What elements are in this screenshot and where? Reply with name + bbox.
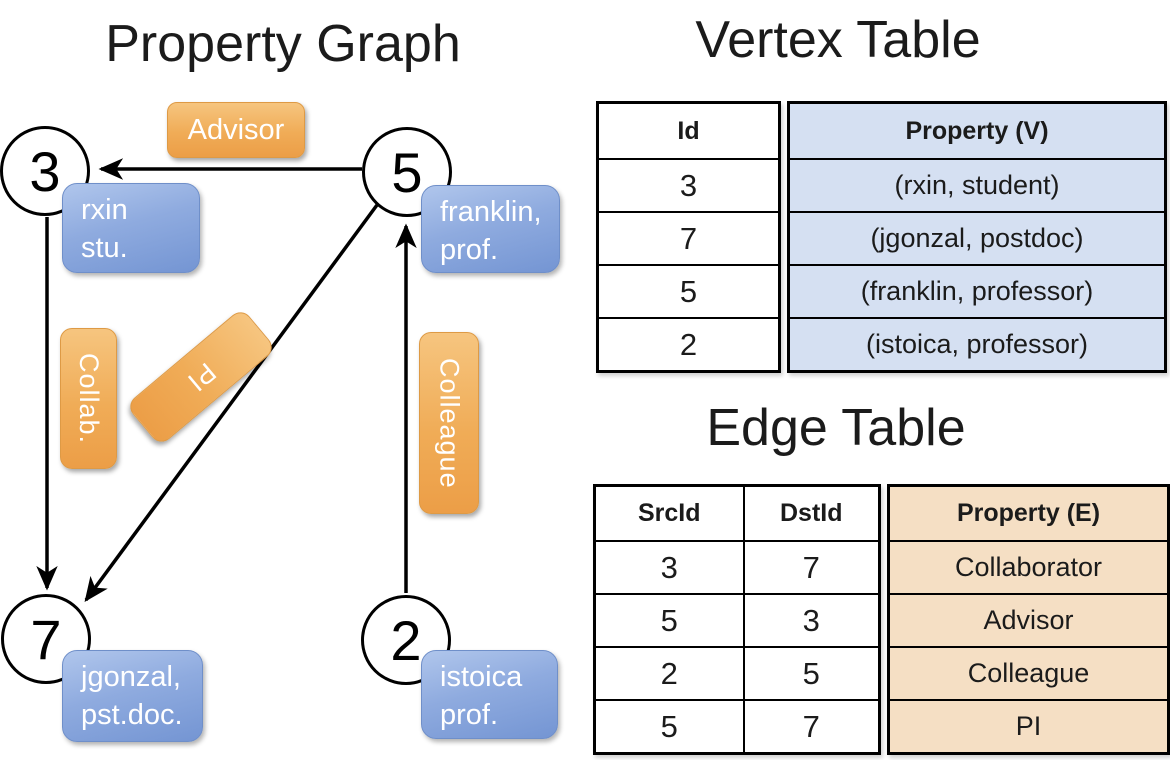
edge-label-pi-text: PI [181,357,222,398]
table-row: (franklin, professor) [787,264,1167,319]
edge-label-collab-text: Collab. [74,352,104,445]
vertex-id-2: 2 [390,608,422,672]
vertex-property-cell: (franklin, professor) [787,264,1167,319]
table-row: 2 5 [593,646,881,701]
edge-table-title: Edge Table [706,399,966,457]
table-row: (jgonzal, postdoc) [787,211,1167,266]
table-row: 3 7 [593,540,881,595]
vertex-table-id-header: Id [596,101,781,160]
edge-table: SrcId DstId 3 7 5 3 2 5 5 7 [593,484,1170,755]
edge-dst-cell: 7 [742,699,881,755]
edge-label-collab: Collab. [60,328,117,469]
table-row: Property (E) [887,484,1170,542]
vertex-id-cell: 3 [596,158,781,213]
vertex-property-label-7: jgonzal, pst.doc. [62,650,203,742]
edge-table-dstid-header: DstId [742,484,881,542]
vertex-label-2-line1: istoica [440,661,523,693]
edge-src-cell: 3 [593,540,745,595]
vertex-circle-3: 3 [0,126,90,216]
vertex-label-2-line2: prof. [440,699,499,731]
vertex-label-3-line1: rxin [81,194,128,226]
table-row: 5 7 [593,699,881,755]
edge-label-pi: PI [125,307,277,447]
edge-property-cell: Collaborator [887,540,1170,595]
vertex-circle-5: 5 [362,127,452,217]
edge-property-cell: Colleague [887,646,1170,701]
table-row: 5 [596,264,781,319]
edge-label-advisor: Advisor [167,102,305,158]
vertex-id-3: 3 [29,139,61,203]
edge-dst-cell: 7 [742,540,881,595]
table-row: 3 [596,158,781,213]
vertex-label-5-line2: prof. [440,234,499,266]
edge-property-cell: Advisor [887,593,1170,648]
edge-table-id-columns: SrcId DstId 3 7 5 3 2 5 5 7 [593,484,881,755]
vertex-property-label-3: rxin stu. [62,183,200,273]
table-row: Colleague [887,646,1170,701]
vertex-label-7-line1: jgonzal, [81,661,181,693]
vertex-id-cell: 7 [596,211,781,266]
vertex-id-cell: 5 [596,264,781,319]
table-row: 7 [596,211,781,266]
table-row: (istoica, professor) [787,317,1167,373]
vertex-table-title: Vertex Table [695,11,981,69]
table-row: 5 3 [593,593,881,648]
vertex-table: Id 3 7 5 2 Property (V) (rxin, student) … [596,101,1167,373]
table-row: Id [596,101,781,160]
table-row: (rxin, student) [787,158,1167,213]
edge-dst-cell: 3 [742,593,881,648]
edge-src-cell: 2 [593,646,745,701]
vertex-label-3-line2: stu. [81,232,128,264]
vertex-property-cell: (istoica, professor) [787,317,1167,373]
vertex-label-5-line1: franklin, [440,196,542,228]
edge-dst-cell: 5 [742,646,881,701]
vertex-id-5: 5 [391,140,423,204]
vertex-label-7-line2: pst.doc. [81,699,183,731]
edge-label-advisor-text: Advisor [187,113,285,146]
vertex-table-id-column: Id 3 7 5 2 [596,101,781,373]
table-row: 2 [596,317,781,373]
table-row: Property (V) [787,101,1167,160]
edge-label-colleague: Colleague [419,332,479,514]
vertex-property-cell: (jgonzal, postdoc) [787,211,1167,266]
table-row: SrcId DstId [593,484,881,542]
vertex-property-cell: (rxin, student) [787,158,1167,213]
vertex-id-7: 7 [30,607,62,671]
vertex-table-property-header: Property (V) [787,101,1167,160]
table-row: Advisor [887,593,1170,648]
edge-property-cell: PI [887,699,1170,755]
vertex-id-cell: 2 [596,317,781,373]
edge-table-srcid-header: SrcId [593,484,745,542]
table-row: Collaborator [887,540,1170,595]
vertex-property-label-5: franklin, prof. [421,185,560,273]
vertex-table-property-column: Property (V) (rxin, student) (jgonzal, p… [787,101,1167,373]
edge-label-colleague-text: Colleague [434,357,465,489]
edge-table-property-header: Property (E) [887,484,1170,542]
table-row: PI [887,699,1170,755]
edge-table-property-column: Property (E) Collaborator Advisor Collea… [887,484,1170,755]
property-graph-title: Property Graph [105,15,461,73]
edge-src-cell: 5 [593,593,745,648]
vertex-property-label-2: istoica prof. [421,650,558,739]
edge-src-cell: 5 [593,699,745,755]
